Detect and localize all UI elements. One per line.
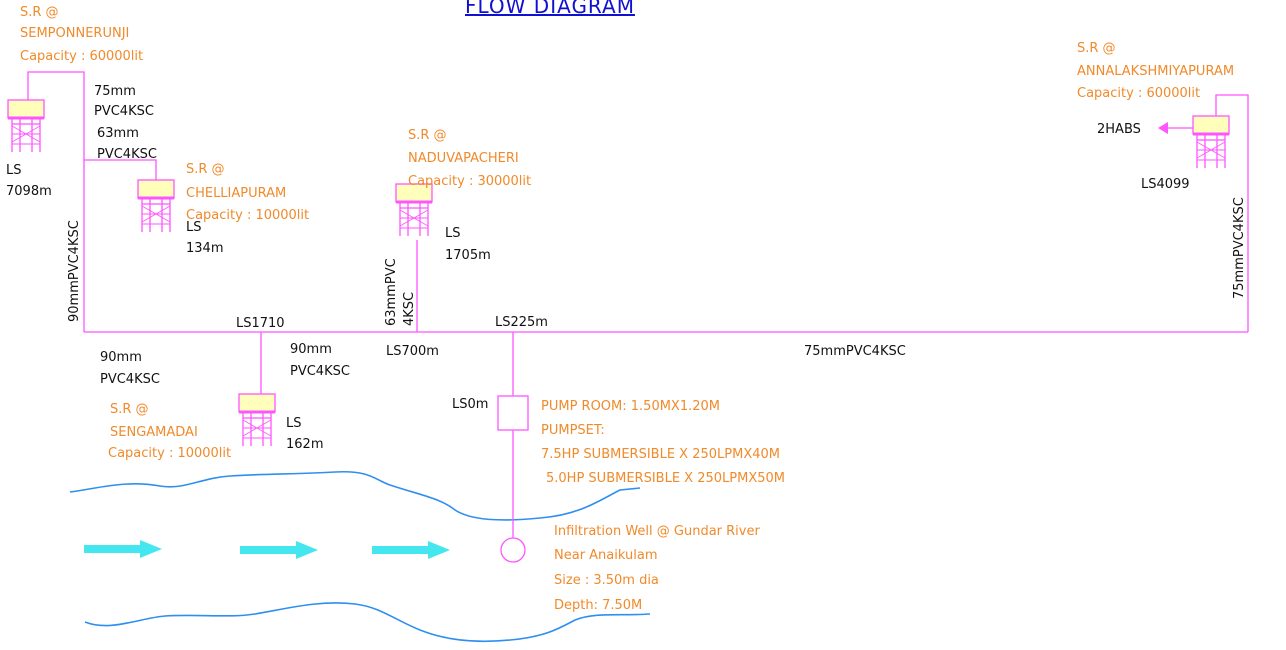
infiltration-well (500, 537, 526, 563)
ls-value: 7098m (6, 184, 52, 199)
pipe-annalakshmiyapuram (1215, 94, 1249, 332)
tank-naduvapacheri (395, 183, 433, 236)
well-label: Infiltration Well @ Gundar River (554, 524, 760, 539)
pipe-label: 90mm (100, 350, 142, 365)
sr-label: S.R @ (110, 402, 149, 417)
sr-capacity: Capacity : 30000lit (408, 174, 532, 189)
pipe-label-vertical: 63mmPVC (384, 258, 399, 326)
pipe-semponnerunji (27, 71, 85, 332)
flow-arrow (372, 541, 450, 559)
pipe-label: PVC4KSC (94, 104, 154, 119)
tank-cross (399, 209, 429, 227)
pipe-label-vertical: 4KSC (402, 291, 417, 326)
well-size: Size : 3.50m dia (554, 573, 659, 588)
tank-cross (1196, 141, 1226, 159)
habs-label: 2HABS (1097, 122, 1141, 137)
tank-cross (11, 125, 41, 143)
tank-body (238, 393, 276, 413)
sr-name: CHELLIAPURAM (186, 186, 287, 201)
pipe-label: 90mm (290, 342, 332, 357)
pump-room (497, 395, 529, 431)
tank-body (7, 99, 45, 119)
ls-value: 162m (286, 437, 324, 452)
ls-value: LS4099 (1141, 177, 1190, 192)
chainage-label: LS0m (452, 397, 489, 412)
sr-label: S.R @ (1077, 41, 1116, 56)
ls-label: LS (286, 416, 302, 431)
tank-semponnerunji (7, 99, 45, 152)
chainage-label: LS225m (495, 315, 548, 330)
chainage-label: LS700m (386, 344, 439, 359)
tank-annalakshmiyapuram (1192, 115, 1230, 168)
sr-name: ANNALAKSHMIYAPURAM (1077, 64, 1235, 79)
pipe-label-vertical: 75mmPVC4KSC (1232, 197, 1247, 299)
chainage-label: LS1710 (236, 316, 285, 331)
ls-value: 134m (186, 241, 224, 256)
tank-body (137, 179, 175, 199)
flow-arrow (84, 540, 162, 558)
pipe-label: PVC4KSC (100, 372, 160, 387)
ls-label: LS (6, 163, 22, 178)
pipe-label: PVC4KSC (290, 364, 350, 379)
sr-name: SENGAMADAI (110, 425, 198, 440)
pipe-network (27, 71, 1249, 538)
sr-label: S.R @ (408, 128, 447, 143)
sr-name: NADUVAPACHERI (408, 151, 519, 166)
river-bank-top (69, 470, 641, 521)
diagram-title: FLOW DIAGRAM (465, 0, 635, 18)
pipe-label-vertical: 90mmPVC4KSC (67, 220, 82, 322)
pipe-label: 63mm (97, 126, 139, 141)
tank-cross (242, 419, 272, 437)
tank-cross (141, 205, 171, 223)
pipe-label: PVC4KSC (97, 147, 157, 162)
pumpset-item: 5.0HP SUBMERSIBLE X 250LPMX50M (546, 471, 785, 486)
sr-label: S.R @ (20, 5, 59, 20)
sr-capacity: Capacity : 10000lit (108, 446, 232, 461)
sr-label: S.R @ (186, 162, 225, 177)
sr-capacity: Capacity : 60000lit (20, 49, 144, 64)
ls-label: LS (445, 226, 461, 241)
pump-room-label: PUMP ROOM: 1.50MX1.20M (541, 399, 720, 414)
pipe-label: 75mm (94, 84, 136, 99)
ls-label: LS (186, 220, 202, 235)
ls-value: 1705m (445, 248, 491, 263)
tank-body (1192, 115, 1230, 135)
tank-chelliapuram (137, 179, 175, 232)
pumpset-label: PUMPSET: (541, 423, 605, 438)
pumpset-item: 7.5HP SUBMERSIBLE X 250LPMX40M (541, 447, 780, 462)
sr-capacity: Capacity : 10000lit (186, 208, 310, 223)
pipe-chelliapuram-branch (84, 159, 157, 183)
river-bank-bottom (84, 602, 651, 643)
sr-name: SEMPONNERUNJI (20, 26, 130, 41)
pipe-label: 75mmPVC4KSC (804, 344, 906, 359)
well-depth: Depth: 7.50M (554, 598, 643, 613)
sr-capacity: Capacity : 60000lit (1077, 86, 1201, 101)
flow-arrow (240, 541, 318, 559)
well-label: Near Anaikulam (554, 548, 658, 563)
tank-sengamadai (238, 393, 276, 446)
arrow-2habs (1158, 122, 1168, 134)
